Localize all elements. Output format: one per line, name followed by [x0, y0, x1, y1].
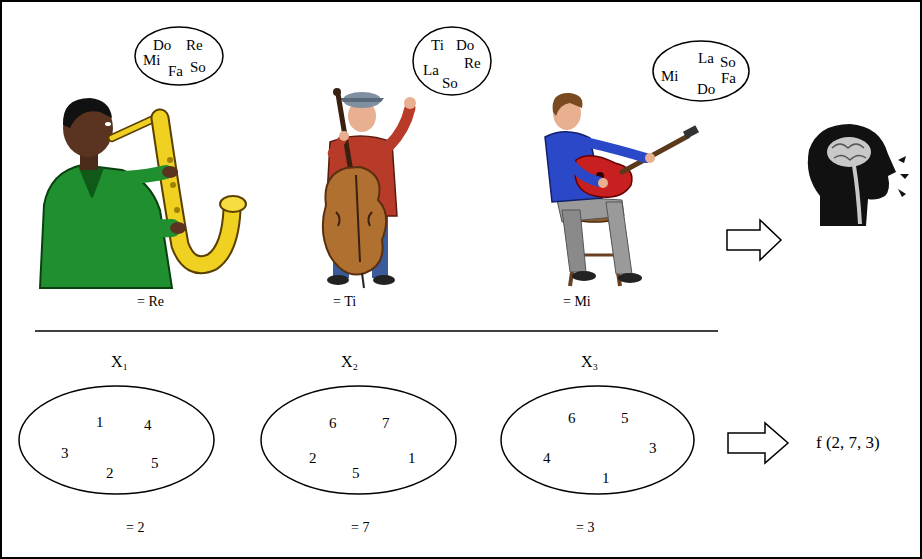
number-value: 5 [621, 410, 629, 427]
note-name: So [720, 54, 736, 71]
variable-label: X₃ [581, 353, 598, 371]
note-name: Re [464, 55, 481, 72]
thought-bubble: La SoMi FaDo [652, 40, 750, 102]
ellipse-outline [500, 385, 695, 495]
note-name: So [442, 75, 458, 92]
note-name: So [190, 59, 206, 76]
number-value: 4 [144, 417, 152, 434]
block-arrow [727, 220, 781, 260]
note-name: La [698, 50, 714, 67]
value-label: = Mi [563, 294, 591, 309]
value-label: = Ti [333, 294, 356, 309]
number-value: 2 [106, 465, 114, 482]
divider-line [35, 330, 718, 332]
note-name: Do [456, 37, 474, 54]
thought-bubble: Do ReMiFa So [134, 26, 224, 86]
number-value: 6 [329, 415, 337, 432]
value-label: = 7 [351, 520, 369, 535]
note-name: Mi [661, 68, 679, 85]
number-value: 1 [602, 470, 610, 487]
number-value: 1 [96, 414, 104, 431]
note-name: Fa [168, 63, 183, 80]
thought-bubble: Ti DoLa ReSo [412, 26, 492, 96]
note-name: Ti [431, 37, 444, 54]
value-label: = 2 [126, 520, 144, 535]
note-name: Do [697, 81, 715, 98]
number-value: 3 [649, 440, 657, 457]
value-label: = Re [137, 294, 164, 309]
function-label: f (2, 7, 3) [816, 434, 880, 453]
variable-label: X₁ [111, 353, 128, 371]
number-value: 5 [151, 455, 159, 472]
note-name: Re [186, 37, 203, 54]
variable-label: X₂ [341, 353, 358, 371]
bassist-figure [323, 88, 416, 288]
number-value: 3 [61, 445, 69, 462]
value-label: = 3 [576, 520, 594, 535]
saxophonist-figure [40, 98, 246, 288]
note-name: Mi [143, 52, 161, 69]
head-silhouette [808, 124, 909, 226]
block-arrow [728, 423, 788, 463]
number-value: 1 [408, 450, 416, 467]
number-value: 7 [382, 415, 390, 432]
number-value: 4 [543, 450, 551, 467]
note-name: Do [153, 37, 171, 54]
value-set-ellipse: 1 4 3 2 5 [18, 385, 215, 495]
number-value: 5 [352, 465, 360, 482]
number-value: 6 [568, 410, 576, 427]
value-set-ellipse: 6 7 2 5 1 [260, 385, 457, 495]
value-set-ellipse: 6 5 4 3 1 [500, 385, 695, 495]
ellipse-outline [18, 385, 215, 495]
guitarist-figure [545, 93, 699, 286]
note-name: Fa [721, 70, 736, 87]
number-value: 2 [309, 450, 317, 467]
note-name: La [423, 62, 439, 79]
